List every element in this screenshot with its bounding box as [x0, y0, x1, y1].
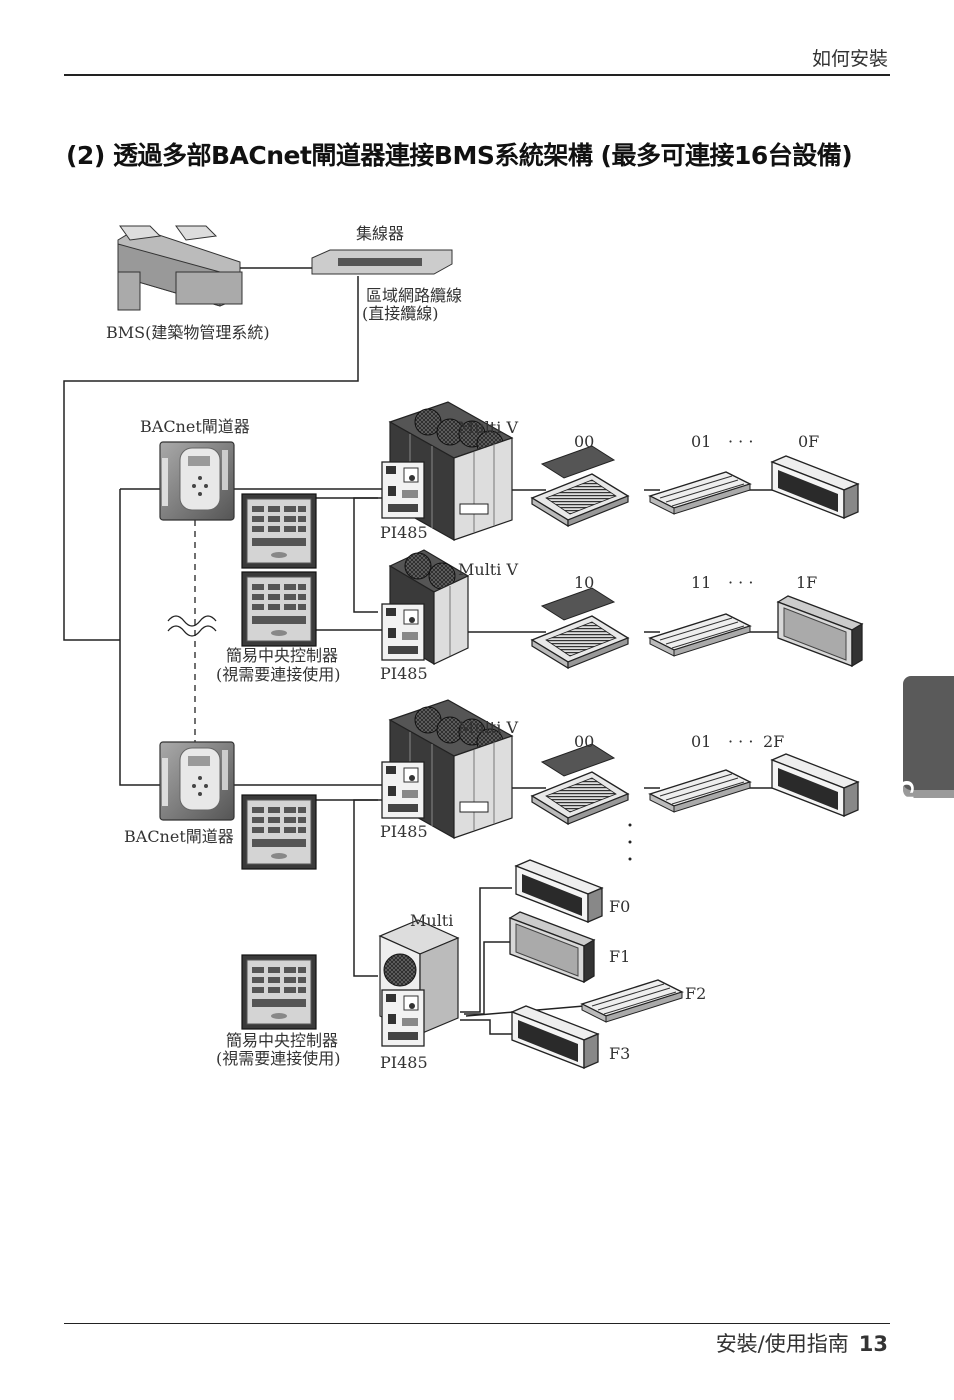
language-tab-label: CHINESE	[895, 780, 917, 880]
addr-00: 00	[574, 432, 594, 451]
footer-title: 安裝/使用指南	[715, 1332, 849, 1356]
page-number: 13	[858, 1332, 888, 1356]
addr-2F: 2F	[763, 732, 784, 751]
addr-10: 10	[574, 573, 594, 592]
ac-ez-sublabel: (視需要連接使用)	[216, 665, 341, 684]
bottom-rule	[64, 1323, 890, 1324]
vertical-dots	[628, 823, 632, 861]
ac-ez-controller-1	[241, 493, 317, 569]
pi485-label-4: PI485	[380, 1053, 428, 1072]
addr-1F: 1F	[796, 573, 817, 592]
wall-unit-F0	[515, 859, 603, 923]
multi-v-label-3: Multi V	[458, 718, 518, 737]
ac-ez-controller-2	[241, 571, 317, 647]
ac-ez-controller-4	[241, 954, 317, 1030]
top-rule	[64, 74, 890, 76]
pi485-board-2	[381, 603, 425, 661]
pi485-board-3	[381, 761, 425, 819]
cassette-unit-00	[531, 445, 629, 527]
hub	[311, 249, 453, 275]
section-header: 如何安裝	[811, 48, 888, 70]
dots-row3: · · ·	[728, 732, 753, 751]
pi485-label-2: PI485	[380, 664, 428, 683]
pi485-board-1	[381, 461, 425, 519]
ac-ez-sublabel-2: (視需要連接使用)	[216, 1049, 341, 1068]
language-tab: CHINESE	[895, 676, 954, 879]
multi-v-label-2: Multi V	[458, 560, 518, 579]
wall-unit-2F	[771, 753, 859, 817]
wall-unit-F1	[509, 911, 595, 983]
lan-cable-sublabel: (直接纜線)	[362, 304, 439, 323]
ac-ez-label-2: 簡易中央控制器	[226, 1031, 338, 1050]
label-F0: F0	[609, 897, 630, 916]
pi485-label-3: PI485	[380, 822, 428, 841]
lan-cable-label: 區域網路纜線	[366, 286, 462, 305]
pi485-board-4	[381, 989, 425, 1047]
ceiling-unit-01	[649, 471, 751, 515]
hub-label: 集線器	[356, 224, 404, 243]
bms-console	[117, 225, 243, 311]
ceiling-unit-F2	[581, 979, 683, 1023]
footer: 安裝/使用指南 13	[716, 1328, 888, 1358]
ac-ez-label: 簡易中央控制器	[226, 646, 338, 665]
gateway-label-top: BACnet閘道器	[140, 417, 250, 436]
pi485-label-1: PI485	[380, 523, 428, 542]
multi-v-label-1: Multi V	[458, 418, 518, 437]
addr-0F: 0F	[798, 432, 819, 451]
wall-unit-1F	[777, 595, 863, 667]
wall-unit-F3	[511, 1005, 599, 1069]
wall-unit-0F	[771, 455, 859, 519]
addr-11: 11	[691, 573, 711, 592]
cassette-unit-10	[531, 587, 629, 669]
label-F3: F3	[609, 1044, 630, 1063]
cassette-unit-20	[531, 743, 629, 825]
gateway-label-bottom: BACnet閘道器	[124, 827, 234, 846]
ac-ez-controller-3	[241, 794, 317, 870]
dots-row2: · · ·	[728, 573, 753, 592]
label-F2: F2	[685, 984, 706, 1003]
break-symbol	[167, 615, 217, 637]
bacnet-gateway-1	[159, 441, 235, 521]
ceiling-unit-21	[649, 769, 751, 813]
bacnet-gateway-2	[159, 741, 235, 821]
addr-01: 01	[691, 432, 711, 451]
bms-label: BMS(建築物管理系統)	[106, 323, 270, 342]
page-title: (2) 透過多部BACnet閘道器連接BMS系統架構 (最多可連接16台設備)	[66, 141, 853, 170]
label-F1: F1	[609, 947, 630, 966]
addr-row3-01: 01	[691, 732, 711, 751]
ceiling-unit-11	[649, 613, 751, 657]
multi-label: Multi	[410, 911, 453, 930]
addr-row3-00: 00	[574, 732, 594, 751]
dots-row1: · · ·	[728, 432, 753, 451]
